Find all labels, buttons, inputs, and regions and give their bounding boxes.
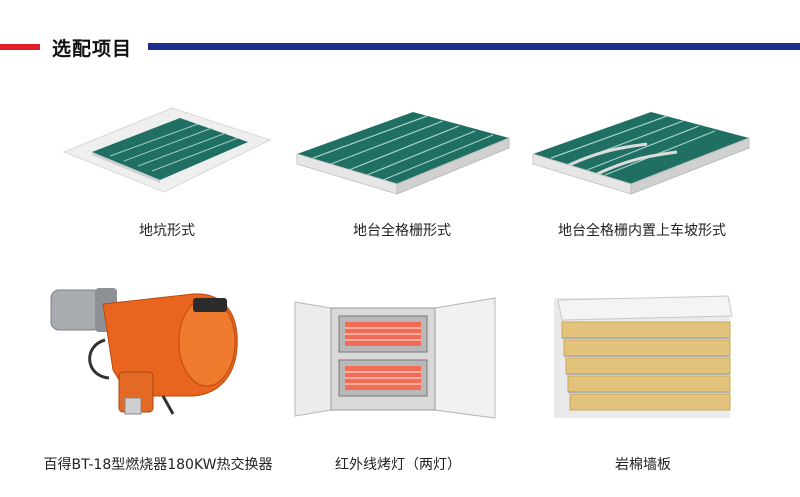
- option-card-burner: 百得BT-18型燃烧器180KW热交换器: [43, 280, 273, 475]
- infrared-lamp-image: [283, 280, 513, 420]
- option-caption: 百得BT-18型燃烧器180KW热交换器: [43, 457, 273, 473]
- rockwool-panel-image: [528, 280, 758, 420]
- option-card-platform: 地台全格栅形式: [287, 100, 517, 250]
- option-caption: 岩棉墙板: [615, 457, 671, 473]
- platform-grating-image: [287, 100, 517, 240]
- option-caption: 地台全格栅形式: [353, 223, 451, 239]
- option-caption: 地坑形式: [139, 223, 195, 239]
- option-card-infrared: 红外线烤灯（两灯）: [283, 280, 513, 475]
- header-blue-bar: [148, 43, 800, 50]
- option-caption: 红外线烤灯（两灯）: [335, 457, 461, 473]
- section-header: 选配项目: [0, 30, 800, 64]
- option-card-platform-ramp: 地台全格栅内置上车坡形式: [527, 100, 757, 250]
- option-card-rockwool: 岩棉墙板: [528, 280, 758, 475]
- pit-grating-image: [52, 100, 282, 240]
- header-red-bar: [0, 44, 40, 50]
- platform-ramp-grating-image: [527, 100, 757, 240]
- option-card-pit: 地坑形式: [52, 100, 282, 250]
- section-title: 选配项目: [52, 38, 133, 60]
- option-caption: 地台全格栅内置上车坡形式: [558, 223, 726, 239]
- burner-image: [43, 280, 273, 420]
